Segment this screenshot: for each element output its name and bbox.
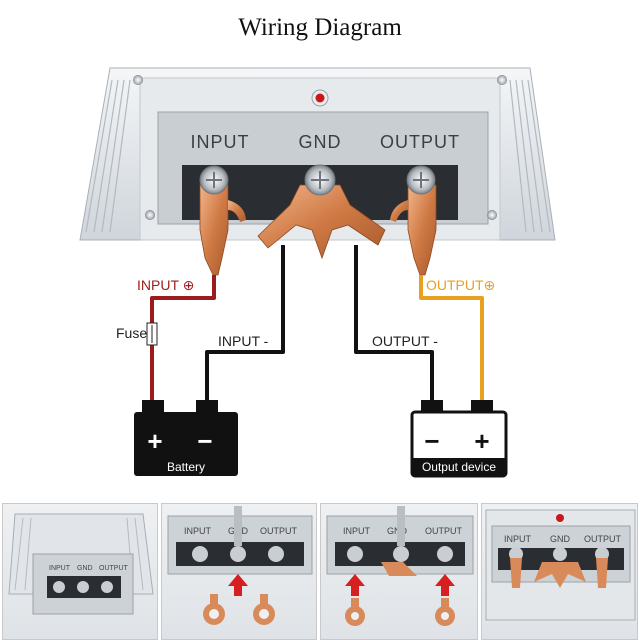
thumb2-input-label: INPUT [184, 526, 212, 536]
thumb1-gnd-label: GND [77, 565, 93, 572]
page-title: Wiring Diagram [238, 14, 402, 41]
output-negative-label: OUTPUT - [372, 333, 438, 349]
battery-minus-icon: − [197, 426, 212, 456]
thumbnail-input-output-terminals[interactable]: INPUT GND OUTPUT [320, 503, 478, 640]
output-minus-icon: − [424, 426, 439, 456]
thumbnail-converter-overview[interactable]: INPUT GND OUTPUT [2, 503, 158, 640]
terminal-label-input: INPUT [191, 132, 250, 152]
red-arrow-icon [435, 574, 455, 596]
red-arrow-icon [345, 574, 365, 596]
input-negative-wire [205, 245, 285, 402]
output-terminal [390, 165, 437, 276]
output-plus-icon: + [474, 426, 489, 456]
housing-screw-icon [133, 75, 143, 85]
output-positive-wire [419, 275, 484, 402]
thumb4-output-label: OUTPUT [584, 534, 622, 544]
thumbnail-strip: INPUT GND OUTPUT INPUT GND OUTPUT INPUT … [0, 503, 640, 640]
input-negative-label: INPUT - [218, 333, 269, 349]
gnd-terminal [257, 164, 386, 260]
thumb4-input-label: INPUT [504, 534, 532, 544]
thumb1-output-label: OUTPUT [99, 565, 129, 572]
output-device: − + Output device [410, 400, 508, 478]
input-positive-label: INPUT ⊕ [137, 277, 194, 293]
red-arrow-icon [228, 574, 248, 596]
thumb3-output-label: OUTPUT [425, 526, 463, 536]
thumb1-input-label: INPUT [49, 565, 71, 572]
thumbnail-gnd-terminal[interactable]: INPUT GND OUTPUT [161, 503, 317, 640]
thumbnail-assembled-terminals[interactable]: INPUT GND OUTPUT [481, 503, 638, 640]
output-device-label: Output device [422, 460, 496, 474]
thumb3-input-label: INPUT [343, 526, 371, 536]
housing-screw-icon [487, 210, 497, 220]
input-terminal [199, 165, 246, 276]
battery-label: Battery [167, 460, 205, 474]
housing-screw-icon [497, 75, 507, 85]
terminal-label-gnd: GND [299, 132, 342, 152]
terminal-label-output: OUTPUT [380, 132, 460, 152]
output-negative-wire [354, 245, 434, 402]
housing-screw-icon [145, 210, 155, 220]
fuse-label: Fuse [116, 325, 147, 341]
output-positive-label: OUTPUT⊕ [426, 277, 495, 293]
battery: + − Battery [134, 400, 238, 476]
thumb2-output-label: OUTPUT [260, 526, 298, 536]
wiring-diagram: INPUT GND OUTPUT INPUT ⊕ Fuse INPUT - OU… [79, 67, 556, 478]
thumb-led-icon [556, 514, 564, 522]
battery-plus-icon: + [147, 426, 162, 456]
input-positive-wire [150, 275, 216, 402]
thumb4-gnd-label: GND [550, 534, 571, 544]
status-led-icon [315, 93, 325, 103]
